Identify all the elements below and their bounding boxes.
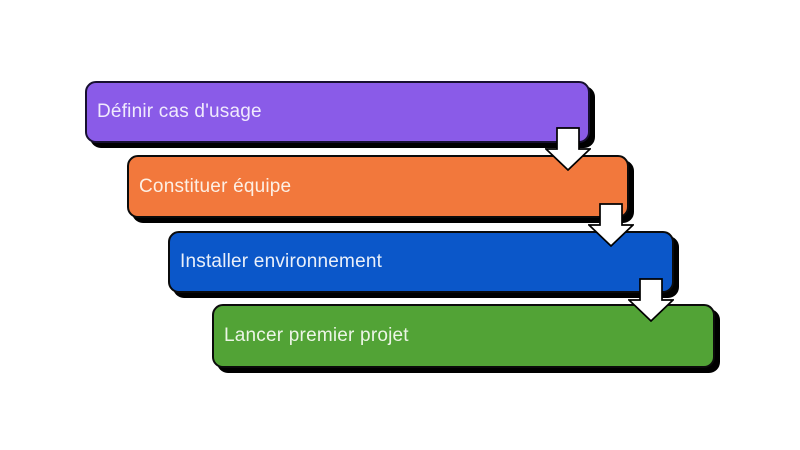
down-arrow-icon: [545, 127, 591, 171]
step-label: Installer environnement: [180, 251, 383, 272]
down-arrow-icon: [588, 203, 634, 247]
step-label: Définir cas d'usage: [97, 101, 262, 122]
step-label: Constituer équipe: [139, 175, 292, 197]
step-label: Lancer premier projet: [224, 325, 409, 346]
step-bar-1: Définir cas d'usage: [85, 81, 590, 143]
step-bar-3: Installer environnement: [168, 231, 674, 293]
down-arrow-icon: [628, 278, 674, 322]
step-bar-4: Lancer premier projet: [212, 304, 715, 368]
step-bar-2: Constituer équipe: [127, 155, 629, 218]
